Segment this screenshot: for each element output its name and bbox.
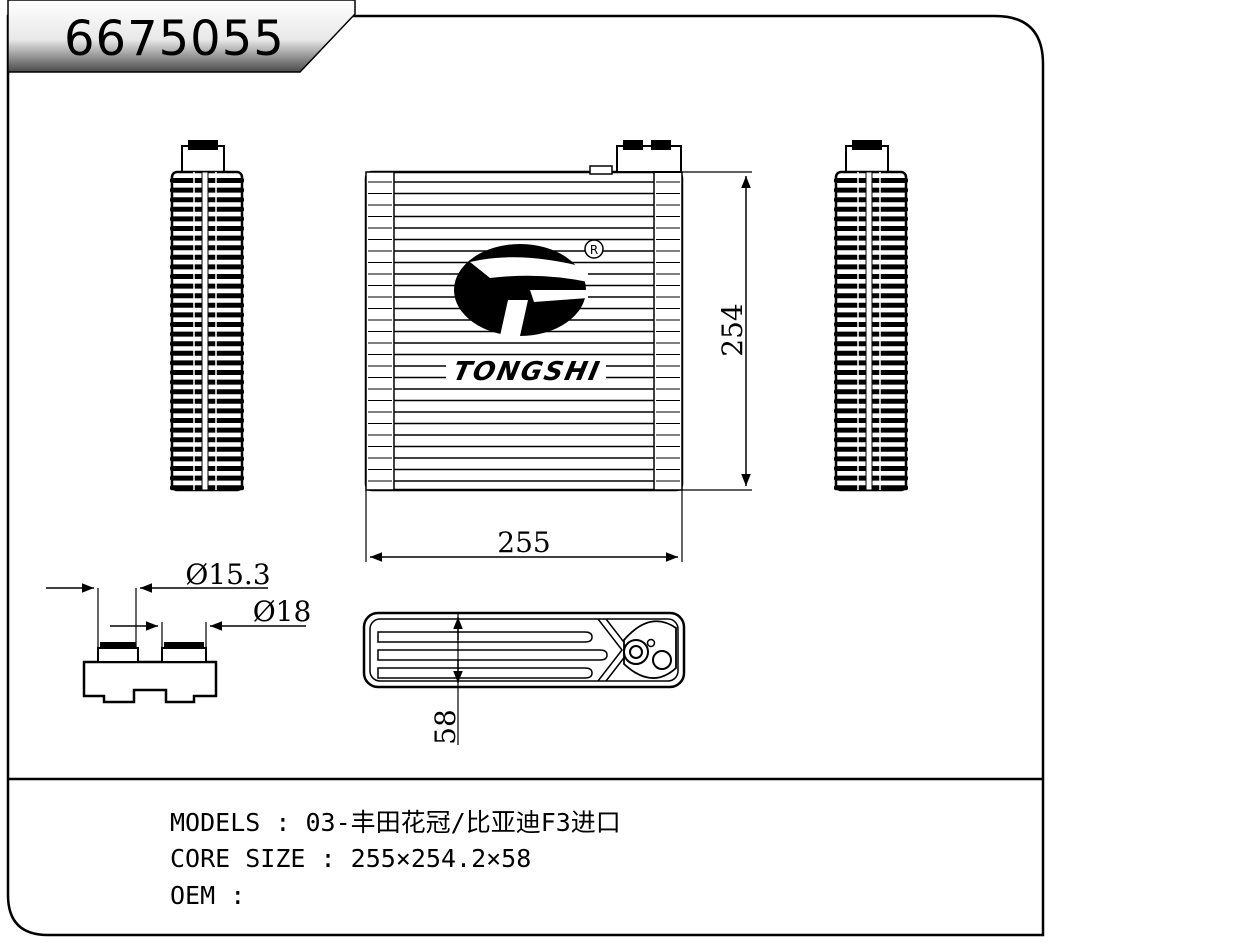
core-size-label: CORE SIZE (170, 844, 306, 873)
front-view: R TONGSHI 254 255 (364, 140, 752, 562)
top-view: 58 (362, 611, 686, 745)
oem-separator: : (230, 881, 246, 910)
brand-logo-text: TONGSHI (450, 357, 603, 387)
core-size-row: CORE SIZE : 255×254.2×58 (170, 840, 531, 877)
oem-row: OEM : (170, 877, 260, 914)
drawing-frame (6, 14, 1045, 937)
core-size-separator: : (320, 844, 336, 873)
side-view-right (834, 140, 908, 492)
front-fittings (589, 140, 682, 175)
part-number-badge (7, 0, 356, 73)
dimension-pipe-large: Ø18 (253, 595, 312, 628)
dimension-pipe-small: Ø15.3 (185, 558, 270, 591)
dimension-height: 254 (716, 303, 749, 356)
registered-mark: R (590, 243, 598, 257)
brand-logo: R TONGSHI (446, 239, 606, 387)
models-label: MODELS (170, 808, 261, 837)
dimension-width: 255 (497, 526, 550, 559)
models-separator: : (275, 808, 291, 837)
core-size-value: 255×254.2×58 (350, 844, 532, 873)
models-value: 03-丰田花冠/比亚迪F3进口 (305, 808, 621, 837)
fitting-detail-view: Ø15.3 Ø18 (46, 558, 312, 704)
oem-label: OEM (170, 881, 216, 910)
part-number: 6675055 (64, 11, 285, 67)
dimension-depth: 58 (429, 709, 462, 745)
side-view-left (170, 140, 244, 492)
models-row: MODELS : 03-丰田花冠/比亚迪F3进口 (170, 804, 621, 841)
